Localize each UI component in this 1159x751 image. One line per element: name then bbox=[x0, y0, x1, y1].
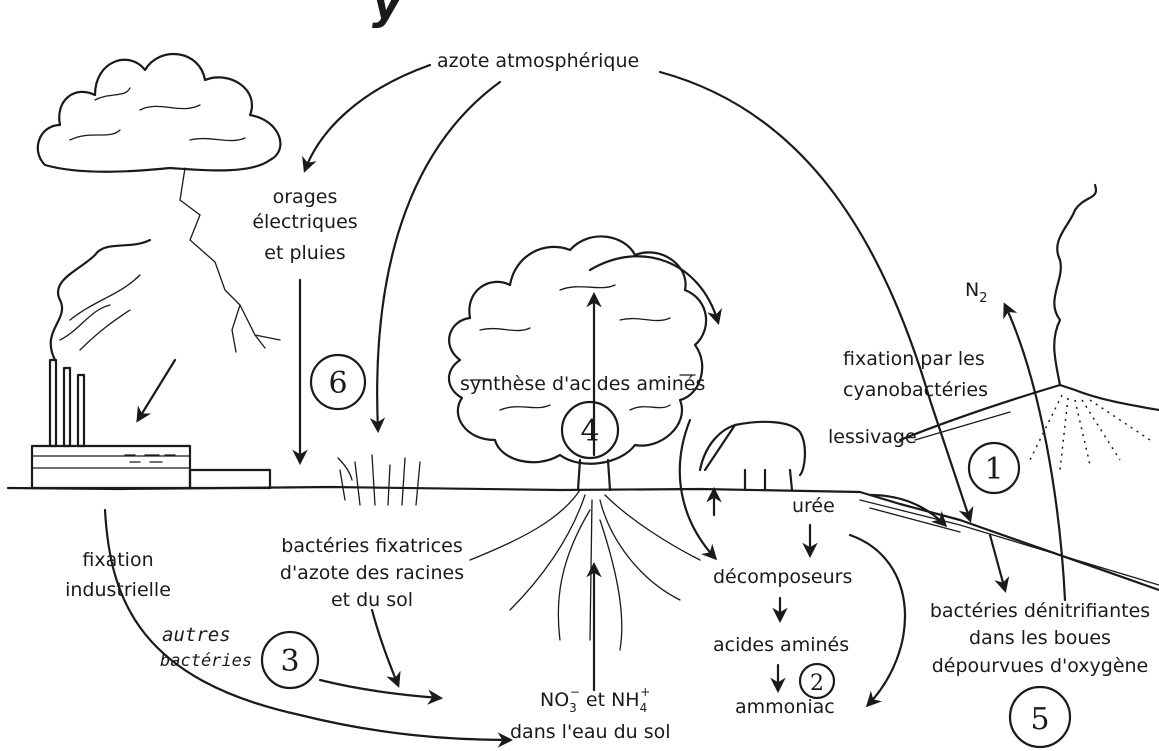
label-synthese: synthèse d'acides aminés bbox=[460, 373, 705, 395]
label-fixation-indus-2: industrielle bbox=[65, 579, 171, 601]
arrow-autres-to-soil bbox=[320, 680, 440, 698]
arrow-to-factory bbox=[138, 360, 175, 420]
label-fixation-cyano-2: cyanobactéries bbox=[843, 379, 988, 401]
label-bacteries-fix-2: d'azote des racines bbox=[280, 562, 464, 584]
label-uree: urée bbox=[792, 495, 835, 517]
label-no3-nh4: NO3− et NH4+ bbox=[540, 685, 650, 715]
svg-text:4: 4 bbox=[580, 414, 599, 449]
label-orages-1: orages bbox=[273, 186, 338, 208]
ground-line bbox=[8, 487, 1159, 590]
plants-illustration bbox=[338, 455, 420, 505]
label-ammoniac: ammoniac bbox=[735, 696, 835, 718]
label-acides-amines: acides aminés bbox=[713, 634, 849, 656]
svg-text:1: 1 bbox=[984, 452, 1003, 487]
label-denitri-1: bactéries dénitrifiantes bbox=[930, 600, 1150, 622]
arrow-synthese-to-leaves bbox=[590, 256, 718, 322]
cloud-illustration bbox=[38, 54, 281, 172]
circled-number-2: 2 bbox=[800, 664, 834, 698]
label-n2: N2 bbox=[965, 279, 988, 306]
label-fixation-indus-1: fixation bbox=[82, 549, 153, 571]
circled-number-5: 5 bbox=[1010, 687, 1070, 747]
label-autres: autres bbox=[162, 624, 231, 646]
svg-text:6: 6 bbox=[328, 366, 347, 401]
circled-number-3: 3 bbox=[262, 632, 318, 688]
label-orages-3: et pluies bbox=[264, 242, 345, 264]
label-orages-2: électriques bbox=[252, 211, 357, 233]
arrow-uree-to-ammoniac bbox=[850, 535, 905, 705]
label-eau-du-sol: dans l'eau du sol bbox=[510, 721, 671, 743]
label-bacteries-fix-3: et du sol bbox=[331, 589, 413, 611]
label-denitri-2: dans les boues bbox=[969, 627, 1111, 649]
svg-text:3: 3 bbox=[280, 644, 299, 679]
arrow-bacteries-to-soil bbox=[372, 610, 398, 685]
factory-illustration bbox=[32, 240, 270, 488]
svg-text:2: 2 bbox=[810, 671, 824, 696]
water-line bbox=[860, 500, 1159, 585]
label-bacteries-hand: bactéries bbox=[160, 651, 252, 671]
svg-text:5: 5 bbox=[1030, 702, 1049, 737]
circled-number-6: 6 bbox=[311, 355, 365, 409]
label-fixation-cyano-1: fixation par les bbox=[843, 348, 985, 370]
horse-illustration bbox=[700, 422, 805, 490]
label-lessivage: lessivage bbox=[828, 426, 917, 448]
label-azote-atmospherique: azote atmosphérique bbox=[437, 50, 639, 72]
title-fragment: y bbox=[372, 0, 404, 29]
label-denitri-3: dépourvues d'oxygène bbox=[932, 655, 1149, 677]
tree-illustration bbox=[449, 236, 706, 650]
arrow-to-denitri bbox=[990, 535, 1005, 590]
label-bacteries-fix-1: bactéries fixatrices bbox=[281, 535, 462, 557]
circled-number-4: 4 bbox=[562, 402, 618, 458]
arrow-azote-to-orages bbox=[305, 65, 430, 170]
circled-number-1: 1 bbox=[969, 443, 1019, 493]
label-decomposeurs: décomposeurs bbox=[713, 566, 852, 588]
